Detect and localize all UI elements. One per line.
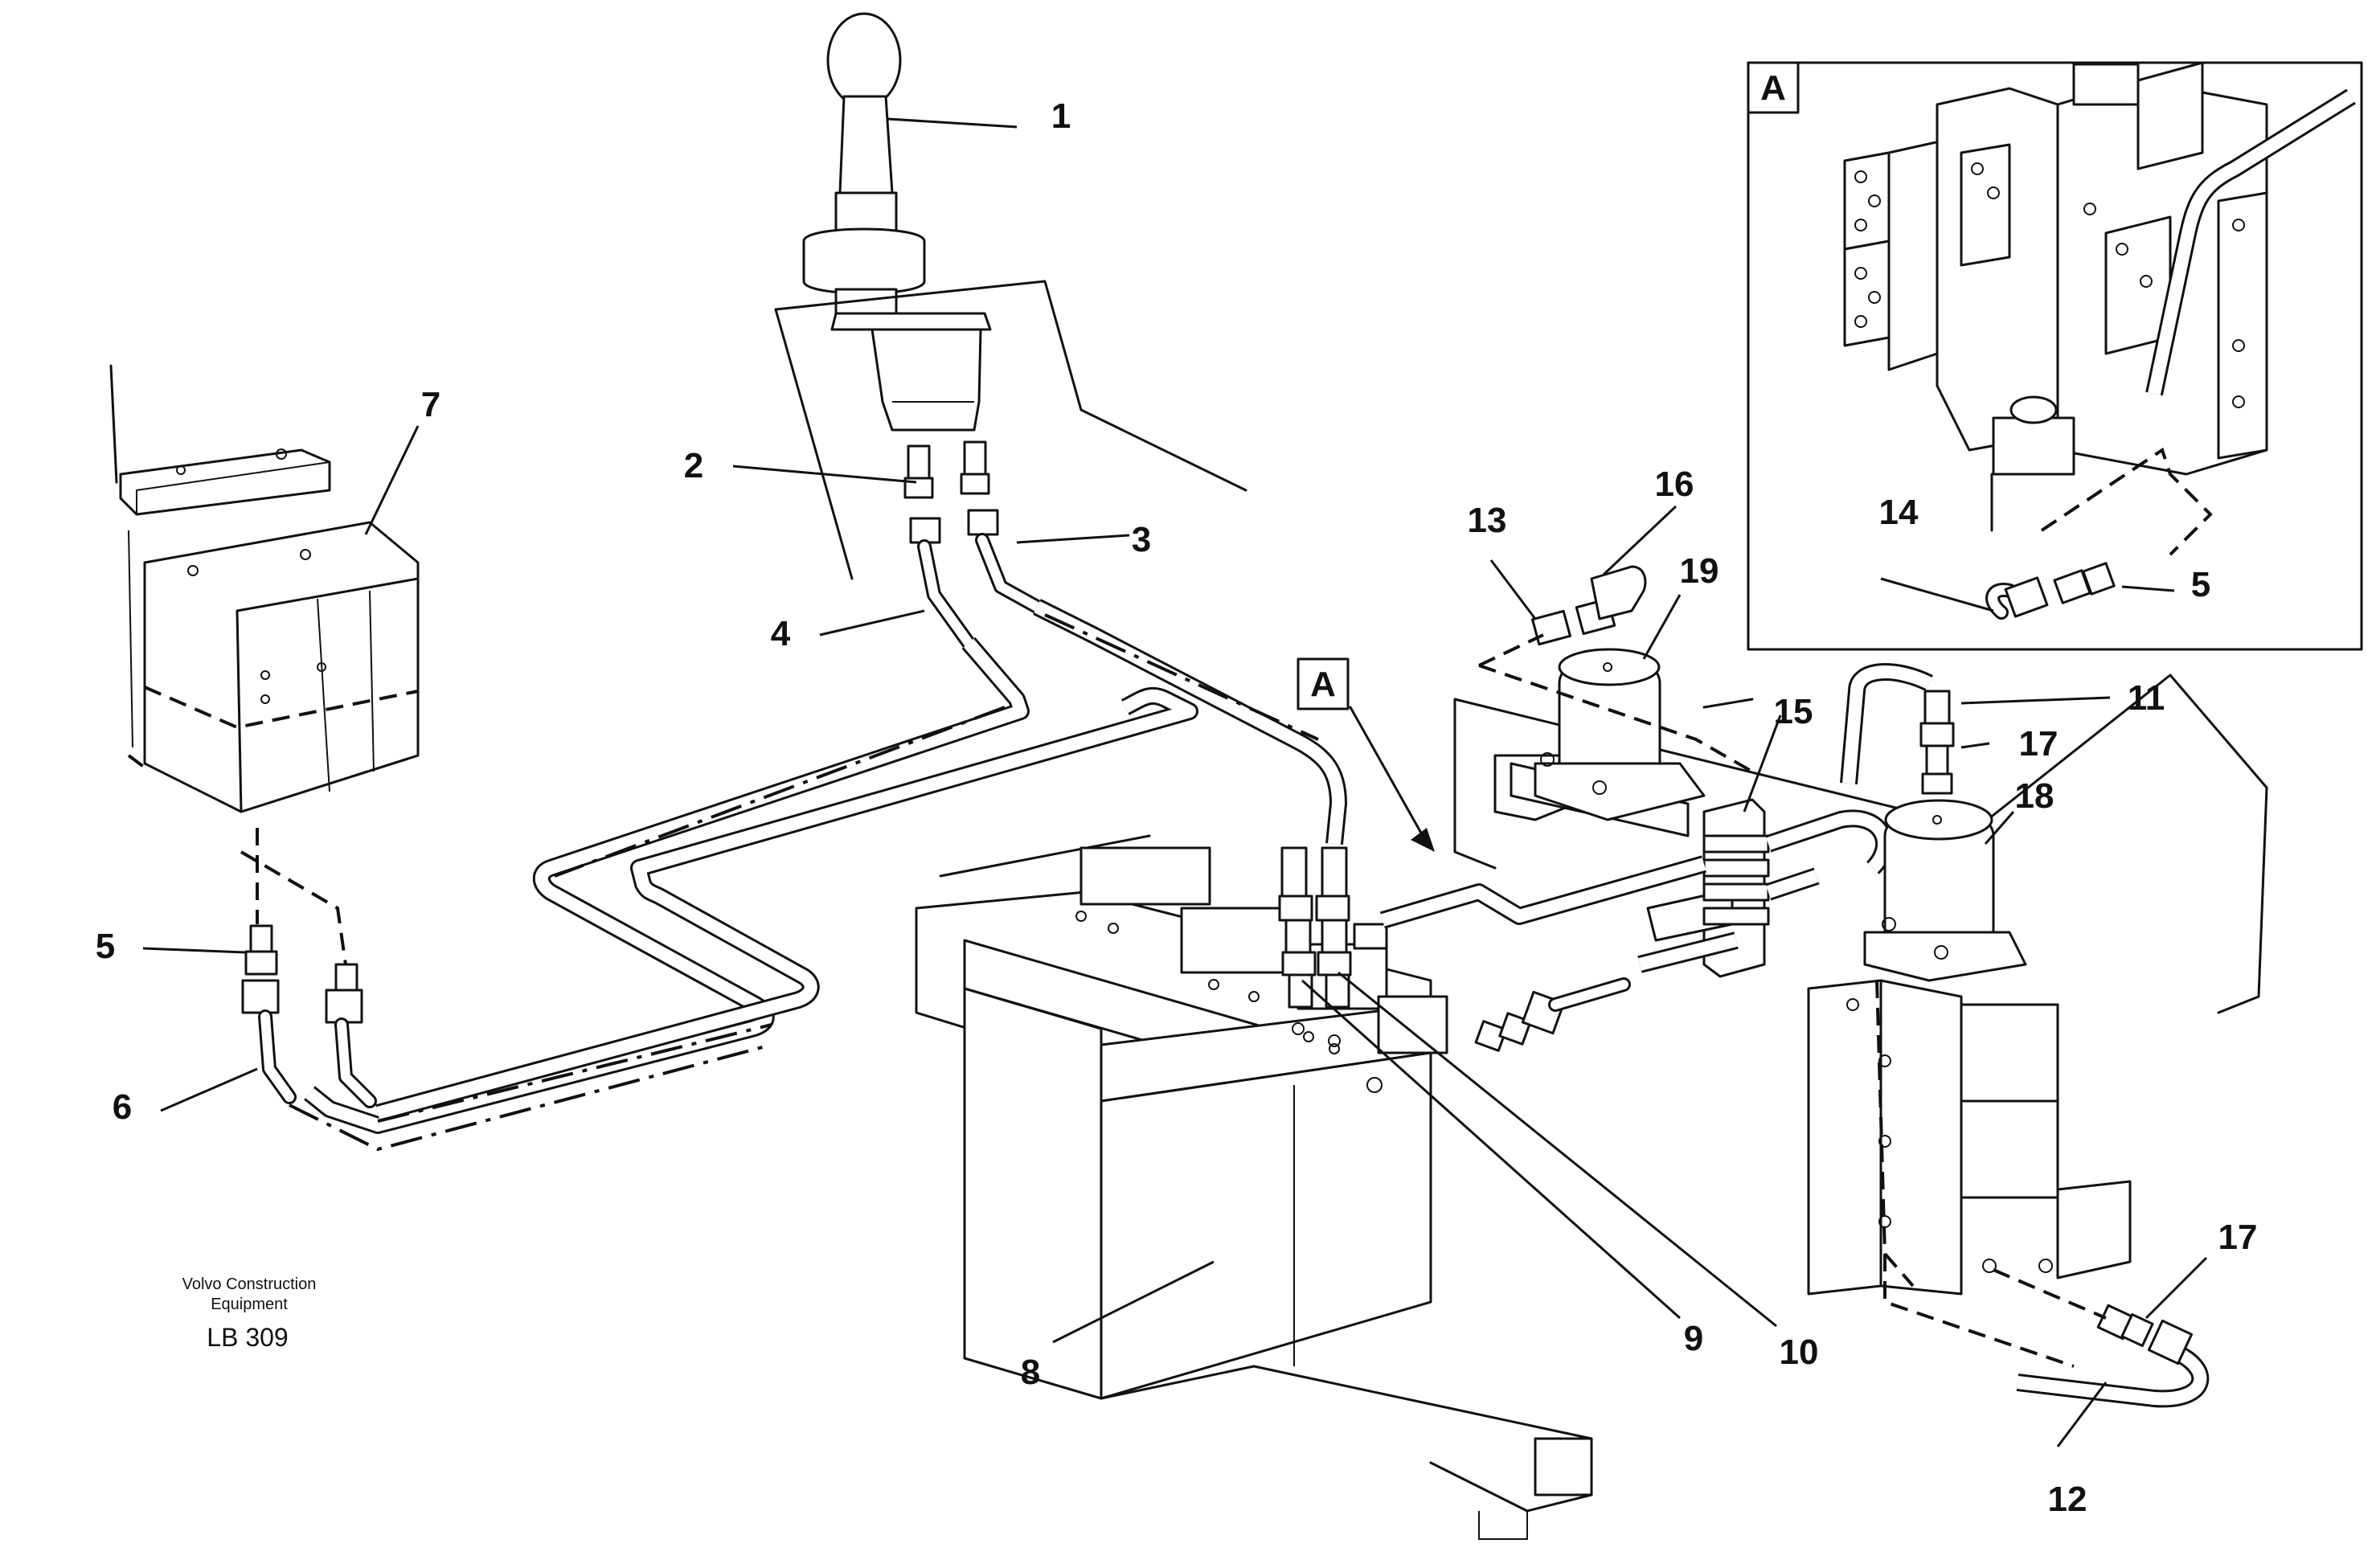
callout-5-left: 5	[96, 927, 115, 966]
callout-17-top: 17	[2019, 724, 2059, 764]
callout-5-inset: 5	[2191, 565, 2210, 604]
pipes-to-manifold	[1379, 663, 1933, 973]
callout-17-bottom: 17	[2218, 1218, 2258, 1257]
valve-fittings-9-10	[1278, 846, 1388, 1047]
view-pointer-label: A	[1310, 665, 1336, 704]
callout-13: 13	[1468, 501, 1507, 540]
caption-drawing-code: LB 309	[207, 1323, 288, 1352]
solenoid-18	[1863, 799, 2027, 982]
inset-view-label: A	[1760, 68, 1786, 108]
callout-8: 8	[1021, 1353, 1040, 1392]
hose-6	[241, 979, 377, 1108]
callout-3: 3	[1132, 520, 1151, 559]
loose-fittings	[1474, 977, 1631, 1052]
callout-10: 10	[1780, 1333, 1819, 1372]
caption-company-line1: Volvo Construction	[182, 1275, 317, 1293]
leader-lines	[142, 117, 2208, 1447]
callout-15: 15	[1774, 692, 1813, 731]
callout-7: 7	[421, 385, 440, 424]
pilot-hoses-joystick	[917, 533, 1044, 650]
callout-12: 12	[2048, 1480, 2087, 1519]
inset-view-a	[1747, 61, 2363, 651]
joystick-bracket	[774, 280, 1247, 580]
solenoid-block-7	[127, 521, 420, 813]
callout-2: 2	[684, 446, 703, 485]
main-control-valve-8	[915, 834, 1593, 1540]
joystick-fittings	[903, 440, 999, 544]
solenoid-19	[1534, 648, 1706, 821]
valve-section-right	[1807, 979, 2132, 1296]
callout-11: 11	[2128, 678, 2165, 718]
callout-18: 18	[2015, 776, 2054, 816]
callout-1: 1	[1051, 96, 1071, 136]
callout-14: 14	[1879, 493, 1919, 532]
callout-16: 16	[1655, 465, 1694, 504]
joystick-lever	[802, 12, 926, 331]
fitting-5-left	[244, 924, 358, 992]
callout-6: 6	[113, 1087, 132, 1127]
view-a-pointer	[1297, 657, 1435, 852]
mounting-plate	[109, 364, 331, 516]
manifold-15	[1646, 798, 1770, 978]
callout-9: 9	[1684, 1319, 1703, 1358]
pilot-line-routing	[289, 599, 1347, 1152]
callout-4: 4	[771, 614, 791, 653]
fittings-11-17-top	[1919, 690, 1955, 795]
fittings-13-16	[1478, 565, 1753, 773]
callout-19: 19	[1680, 551, 1719, 591]
caption-company-line2: Equipment	[211, 1296, 288, 1313]
pipe-12	[1883, 1254, 2210, 1408]
